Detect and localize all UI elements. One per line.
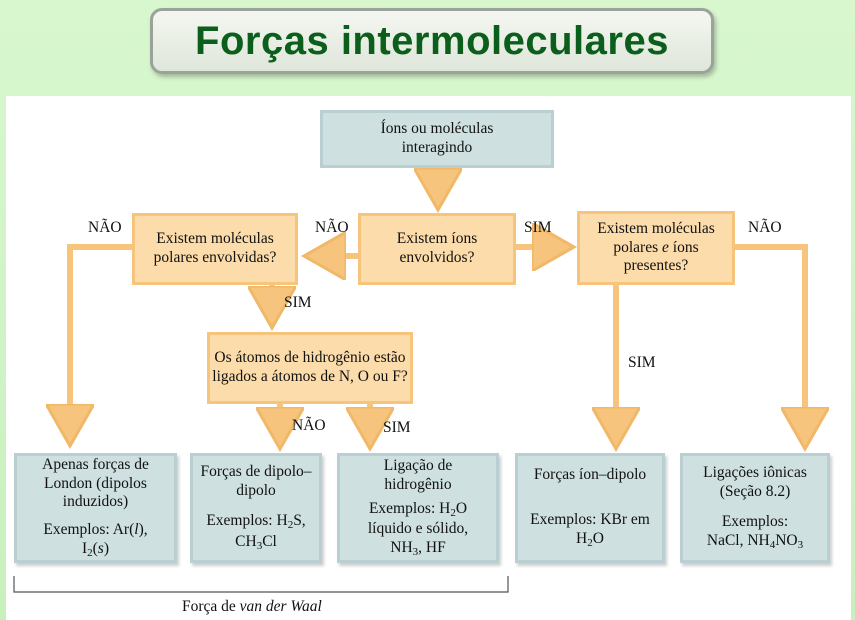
iondipole-h2o-sub: 2 (587, 536, 593, 549)
hbond-nh3-sub: 3 (412, 545, 419, 558)
result-hydrogen-bond: Ligação de hidrogênio Exemplos: H2O líqu… (337, 453, 499, 563)
node-polar-ions-question: Existem moléculas polares e íons present… (577, 211, 735, 285)
hbond-examples-label: Exemplos: H (368, 500, 451, 518)
arrow-polar-to-london (70, 244, 132, 440)
arrow-polarions-to-ionic (735, 244, 805, 443)
london-ex2-b: ( (92, 539, 98, 557)
iondipole-examples-text: Exemplos: KBr em (530, 510, 650, 528)
ionic-title: Ligações iônicas (Seção 8.2) (703, 464, 807, 500)
hbond-nh3-a: NH (390, 538, 413, 556)
result-london: Apenas forças de London (dipolos induzid… (14, 453, 177, 563)
dipole-ch3cl-sub: 3 (256, 539, 263, 552)
node-start: Íons ou moléculas interagindo (320, 110, 554, 168)
london-ex2-a: I (81, 539, 88, 557)
polar-ions-text-b: íons presentes? (623, 238, 699, 275)
label-sim-ion-dipole: SIM (628, 354, 656, 371)
ionic-ex-sub: 4 (769, 538, 776, 551)
van-der-waal-bracket (13, 576, 509, 593)
result-ion-dipole: Forças íon–dipolo Exemplos: KBr em H2O (515, 453, 665, 563)
dipole-h2s-sub: 2 (287, 519, 294, 532)
dipole-ch3cl-a: CH (235, 532, 257, 550)
polar-ions-text-e: e (662, 238, 669, 256)
hbond-title: Ligação de hidrogênio (383, 456, 453, 493)
van-der-waal-label-a: Força de (182, 598, 240, 615)
label-nao-left: NÃO (88, 219, 122, 236)
iondipole-examples: Exemplos: KBr em H2O (530, 511, 650, 550)
node-polar-question-text: Existem moléculas polares envolvidas? (153, 230, 277, 266)
dipole-h2s-post: S, (293, 512, 306, 530)
hbond-h2o-sub: 2 (450, 507, 456, 520)
london-ex2-italic: s (97, 539, 104, 557)
node-ions-question: Existem íons envolvidos? (358, 213, 516, 285)
hbond-examples: Exemplos: H2O líquido e sólido, NH3, HF (368, 500, 468, 559)
london-ex2-sub: 2 (87, 546, 93, 559)
hbond-h2o-post: O (455, 500, 468, 518)
hbond-nh3-b: , HF (418, 538, 446, 556)
iondipole-h2o-b: O (592, 529, 604, 547)
hbond-line2: líquido e sólido, (367, 520, 469, 538)
iondipole-h2o-a: H (576, 529, 588, 547)
ionic-ex-a: NaCl, NH (706, 531, 770, 549)
london-title: Apenas forças de London (dipolos induzid… (42, 456, 149, 511)
label-sim-polar: SIM (284, 294, 312, 311)
label-nao-mid: NÃO (315, 219, 349, 236)
node-hydrogen-question-text: Os átomos de hidrogênio estão ligados a … (212, 349, 408, 385)
london-ex1-post: ), (138, 521, 148, 539)
label-sim-right: SIM (524, 219, 552, 236)
london-ex1-pre: Ar( (112, 521, 135, 539)
london-ex1-italic: l (134, 521, 139, 539)
dipole-ch3cl-b: Cl (262, 532, 277, 550)
node-start-text: Íons ou moléculas interagindo (380, 120, 494, 156)
label-nao-right: NÃO (748, 219, 782, 236)
node-ions-question-text: Existem íons envolvidos? (396, 230, 478, 266)
result-dipole-dipole: Forças de dipolo–dipolo Exemplos: H2S, C… (190, 453, 322, 563)
node-polar-ions-question-text: Existem moléculas polares e íons present… (581, 220, 731, 276)
node-hydrogen-question: Os átomos de hidrogênio estão ligados a … (207, 332, 413, 404)
result-ionic: Ligações iônicas (Seção 8.2) Exemplos: N… (680, 453, 830, 563)
london-examples: Exemplos: Ar(l), I2(s) (43, 521, 147, 560)
label-sim-hydrogen: SIM (383, 419, 411, 436)
dipole-examples-label: Exemplos: H (206, 512, 288, 530)
iondipole-title: Forças íon–dipolo (533, 466, 647, 484)
polar-ions-text-a: Existem moléculas polares (597, 220, 715, 256)
ionic-examples-label: Exemplos: (721, 513, 789, 531)
van-der-waal-label-italic: van der Waal (239, 598, 322, 615)
london-examples-label: Exemplos: (43, 521, 110, 539)
dipole-examples: Exemplos: H2S, CH3Cl (206, 512, 305, 552)
ionic-examples: Exemplos: NaCl, NH4NO3 (707, 513, 803, 552)
london-ex2-c: ) (103, 539, 110, 557)
ionic-ex-sub2: 3 (797, 538, 804, 551)
label-nao-hydrogen: NÃO (292, 417, 326, 434)
node-polar-question: Existem moléculas polares envolvidas? (132, 213, 298, 285)
ionic-ex-b: NO (775, 531, 798, 549)
dipole-title: Forças de dipolo–dipolo (200, 463, 312, 499)
page-title: Forças intermoleculares (150, 8, 714, 74)
van-der-waal-label: Força de van der Waal (182, 598, 322, 616)
